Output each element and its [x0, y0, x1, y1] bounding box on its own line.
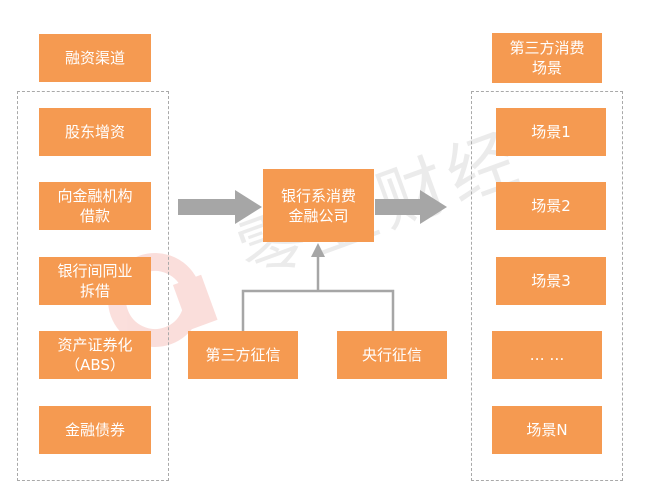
right-item-scenario-3: 场景3	[496, 257, 606, 305]
connector-bracket	[241, 289, 395, 336]
arrow-left-to-center	[178, 190, 262, 224]
left-item-shareholder-capital: 股东增资	[39, 108, 151, 156]
left-item-financial-bonds: 金融债券	[39, 406, 151, 454]
left-item-institution-loans: 向金融机构 借款	[39, 182, 151, 230]
right-item-scenario-n: 场景N	[492, 406, 602, 454]
right-item-ellipsis: … …	[492, 331, 602, 379]
credit-source-third-party: 第三方征信	[188, 331, 298, 379]
right-item-scenario-2: 场景2	[496, 182, 606, 230]
right-item-scenario-1: 场景1	[496, 108, 606, 156]
left-group-border	[17, 91, 169, 481]
scenarios-title: 第三方消费 场景	[492, 33, 602, 83]
financing-channels-title: 融资渠道	[39, 34, 151, 82]
left-item-abs: 资产证券化 （ABS）	[39, 331, 151, 379]
right-group-border	[471, 91, 623, 481]
center-main-box: 银行系消费 金融公司	[263, 169, 374, 242]
credit-source-central-bank: 央行征信	[337, 331, 447, 379]
connector-up-arrowhead	[311, 243, 325, 257]
arrow-center-to-right	[375, 190, 447, 224]
left-item-interbank-lending: 银行间同业 拆借	[39, 257, 151, 305]
